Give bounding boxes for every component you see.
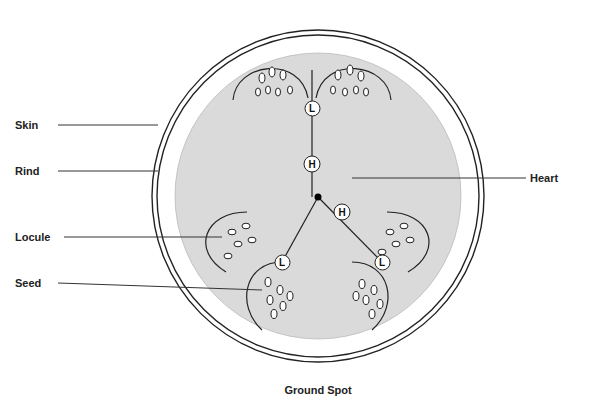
part-label: Skin [15, 119, 38, 132]
part-label: Ground Spot [284, 384, 351, 397]
marker-letter: H [338, 207, 345, 218]
region-marker-circle: L [374, 254, 391, 271]
marker-letter: L [279, 257, 285, 268]
part-label: Rind [15, 165, 39, 178]
region-marker-circle: L [274, 254, 291, 271]
part-label: Locule [15, 231, 50, 244]
region-marker-circle: H [333, 203, 351, 221]
region-marker-circle: L [304, 100, 321, 117]
marker-letter: L [379, 257, 385, 268]
marker-letter: L [309, 103, 315, 114]
part-label: Seed [15, 277, 41, 290]
marker-letter: H [308, 159, 315, 170]
region-marker-circle: H [303, 155, 321, 173]
part-label: Heart [530, 172, 558, 185]
